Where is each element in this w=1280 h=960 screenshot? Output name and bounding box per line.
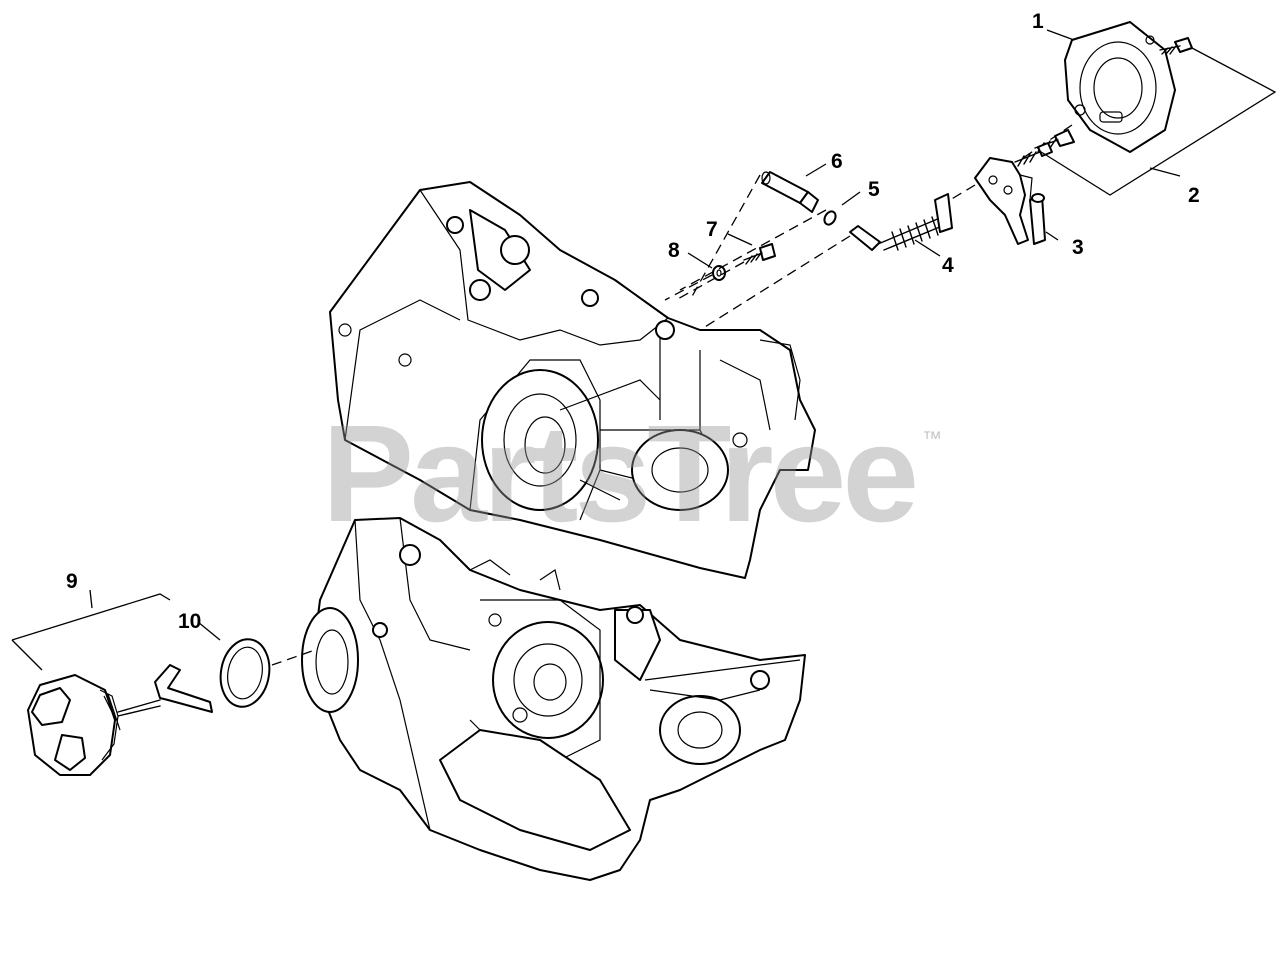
callout-1: 1 [1032,10,1044,33]
callout-4: 4 [942,254,954,277]
leader-lines [11,29,1277,671]
callout-5: 5 [868,178,880,201]
mounting-screws-part [1014,129,1075,167]
partstree-watermark: PartsTree [322,397,919,551]
assembly-lines [271,124,1073,666]
oil-cap-part [27,664,213,776]
callout-labels: 1 2 3 4 5 6 7 8 9 10 [66,10,1200,633]
lower-crankcase [301,517,806,881]
o-ring-part [823,210,837,226]
callout-6: 6 [831,150,843,173]
small-screw-part [743,243,776,265]
callout-8: 8 [668,239,680,262]
callout-10: 10 [178,610,201,633]
gasket-ring-part [219,638,271,708]
pin-part [761,171,819,213]
washer-part [712,265,726,281]
oil-pump-part [974,157,1046,245]
callout-2: 2 [1188,184,1200,207]
upper-crankcase [329,181,816,579]
callout-9: 9 [66,570,78,593]
callout-7: 7 [706,218,718,241]
trademark-symbol: ™ [922,428,942,450]
screw-part [1159,37,1193,55]
oil-hose-part [849,193,953,251]
cover-plate-part [1064,21,1176,153]
callout-3: 3 [1072,236,1084,259]
